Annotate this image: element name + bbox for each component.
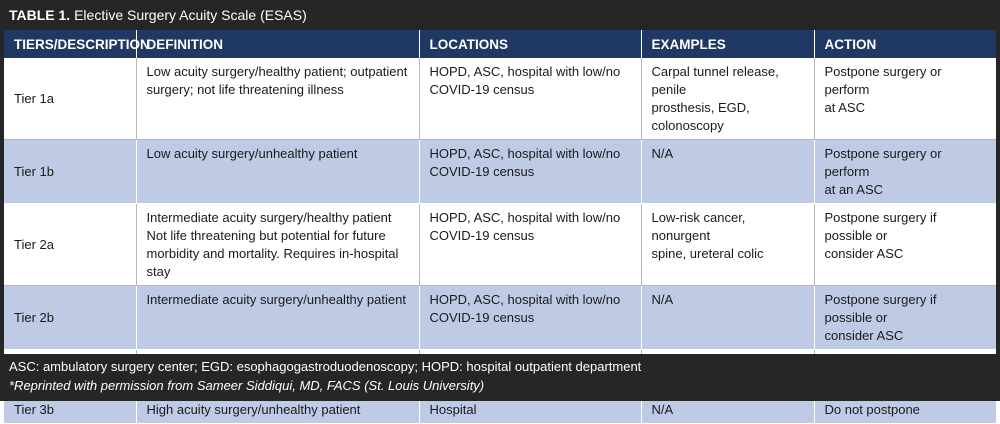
cell-line: at an ASC: [824, 182, 884, 197]
cell-line: Not life threatening but potential for f…: [146, 228, 386, 243]
cell-examples: Low-risk cancer, nonurgent spine, uretera…: [641, 203, 815, 286]
cell-line: Postpone surgery if possible or: [824, 210, 937, 243]
cell-line: HOPD, ASC, hospital with low/no: [429, 292, 621, 307]
table-row: Tier 1b Low acuity surgery/unhealthy pati…: [4, 139, 996, 204]
cell-line: HOPD, ASC, hospital with low/no: [429, 64, 621, 79]
cell-definition: Intermediate acuity surgery/unhealthy pa…: [136, 285, 420, 350]
cell-tier: Tier 1a: [4, 58, 137, 140]
cell-line: COVID-19 census: [429, 310, 535, 325]
header-row: TIERS/DESCRIPTION DEFINITION LOCATIONS E…: [4, 30, 996, 58]
column-header-tiers: TIERS/DESCRIPTION: [4, 30, 150, 58]
cell-definition: Low acuity surgery/healthy patient; outp…: [136, 58, 420, 140]
column-header-action: ACTION: [814, 30, 996, 58]
cell-line: High acuity surgery/unhealthy patient: [146, 402, 361, 417]
cell-line: COVID-19 census: [429, 82, 535, 97]
table-row: Tier 2a Intermediate acuity surgery/healt…: [4, 203, 996, 286]
cell-examples: N/A: [641, 285, 815, 350]
table-row: Tier 1a Low acuity surgery/healthy patien…: [4, 58, 996, 140]
cell-line: Postpone surgery if possible or: [824, 292, 937, 325]
cell-line: Hospital: [429, 402, 477, 417]
cell-line: N/A: [651, 402, 674, 417]
table-caption: Elective Surgery Acuity Scale (ESAS): [74, 7, 307, 23]
cell-tier: Tier 2a: [4, 203, 137, 286]
cell-line: HOPD, ASC, hospital with low/no: [429, 210, 621, 225]
cell-line: prosthesis, EGD, colonoscopy: [651, 100, 750, 133]
cell-tier: Tier 2b: [4, 285, 137, 350]
cell-line: Low acuity surgery/unhealthy patient: [146, 146, 358, 161]
abbreviations-note: ASC: ambulatory surgery center; EGD: eso…: [9, 359, 642, 374]
cell-line: Postpone surgery or perform: [824, 64, 942, 97]
cell-action: Postpone surgery or perform at an ASC: [814, 139, 996, 204]
cell-tier: Tier 1b: [4, 139, 137, 204]
cell-line: COVID-19 census: [429, 228, 535, 243]
cell-line: surgery; not life threatening illness: [146, 82, 344, 97]
cell-line: COVID-19 census: [429, 164, 535, 179]
column-header-definition: DEFINITION: [136, 30, 420, 58]
cell-line: HOPD, ASC, hospital with low/no: [429, 146, 621, 161]
column-header-examples: EXAMPLES: [641, 30, 815, 58]
cell-line: N/A: [651, 292, 674, 307]
cell-line: N/A: [651, 146, 674, 161]
table-title: TABLE 1. Elective Surgery Acuity Scale (…: [0, 0, 1000, 30]
cell-action: Postpone surgery if possible or consider …: [814, 203, 996, 286]
cell-line: Postpone surgery or perform: [824, 146, 942, 179]
cell-line: consider ASC: [824, 328, 904, 343]
table-number: TABLE 1.: [9, 7, 71, 23]
table-footer: ASC: ambulatory surgery center; EGD: eso…: [0, 354, 1000, 401]
cell-line: Intermediate acuity surgery/unhealthy pa…: [146, 292, 406, 307]
cell-line: Intermediate acuity surgery/healthy pati…: [146, 210, 392, 225]
table-row: Tier 2b Intermediate acuity surgery/unhea…: [4, 285, 996, 350]
credit-note: *Reprinted with permission from Sameer S…: [9, 378, 485, 393]
cell-examples: N/A: [641, 139, 815, 204]
cell-definition: Intermediate acuity surgery/healthy pati…: [136, 203, 420, 286]
cell-line: Do not postpone: [824, 402, 920, 417]
cell-line: at ASC: [824, 100, 865, 115]
cell-definition: Low acuity surgery/unhealthy patient: [136, 139, 420, 204]
cell-action: Postpone surgery or perform at ASC: [814, 58, 996, 140]
column-header-locations: LOCATIONS: [419, 30, 642, 58]
cell-line: Carpal tunnel release, penile: [651, 64, 779, 97]
cell-line: spine, ureteral colic: [651, 246, 764, 261]
cell-line: morbidity and mortality. Requires in-hos…: [146, 246, 399, 279]
cell-line: consider ASC: [824, 246, 904, 261]
cell-line: Low acuity surgery/healthy patient; outp…: [146, 64, 408, 79]
cell-action: Postpone surgery if possible or consider …: [814, 285, 996, 350]
cell-line: Low-risk cancer, nonurgent: [651, 210, 746, 243]
